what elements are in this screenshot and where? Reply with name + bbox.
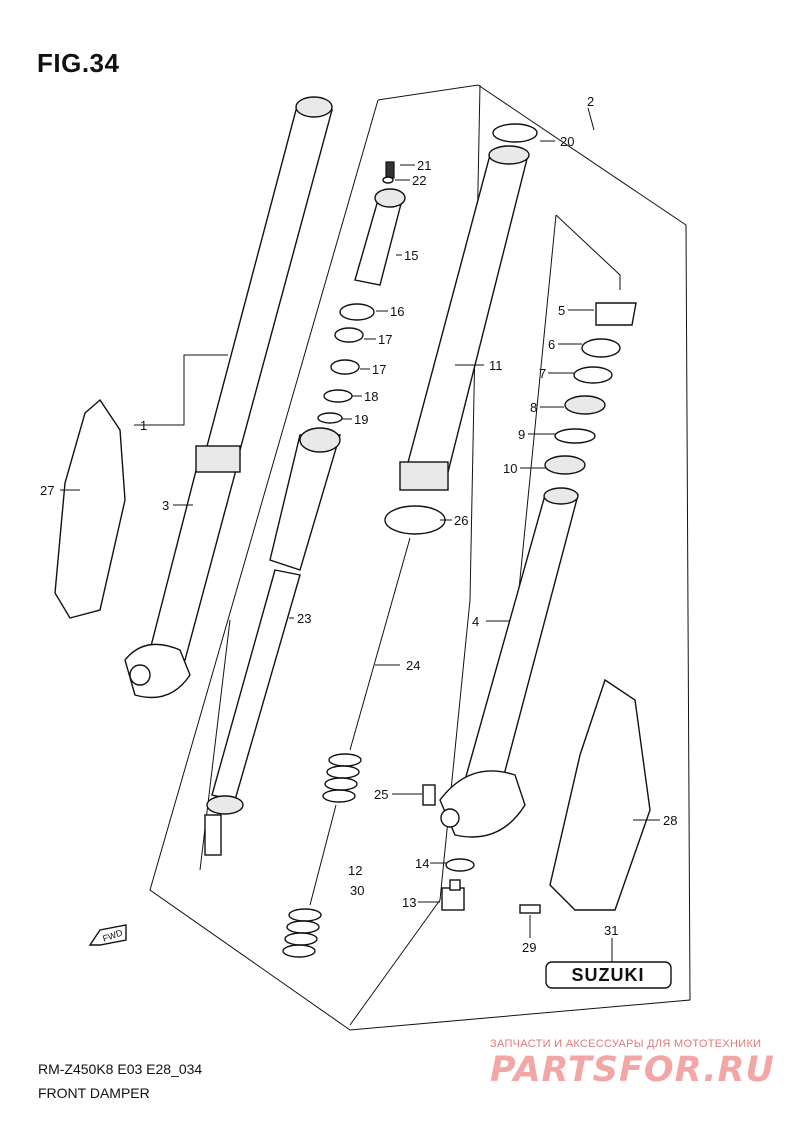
callout-25: 25 <box>374 787 388 802</box>
callout-12: 12 <box>348 863 362 878</box>
fork-guard-right <box>549 678 651 911</box>
fork-guard-left <box>54 398 126 619</box>
callout-14: 14 <box>415 856 429 871</box>
ring-17b <box>330 359 360 375</box>
callout-26: 26 <box>454 513 468 528</box>
callout-24: 24 <box>406 658 420 673</box>
callout-8: 8 <box>530 400 537 415</box>
callout-28: 28 <box>663 813 677 828</box>
ring-18 <box>323 389 353 403</box>
spring-upper <box>322 753 362 803</box>
spring-12-shaft <box>309 804 337 906</box>
callout-2: 2 <box>587 94 594 109</box>
callout-22: 22 <box>412 173 426 188</box>
oil-seal-8 <box>564 395 606 415</box>
o-ring-26 <box>384 505 446 535</box>
washer-6 <box>581 338 621 358</box>
callout-21: 21 <box>417 158 431 173</box>
inner-tube-part <box>399 145 530 491</box>
damper-cartridge-part <box>204 427 341 856</box>
callout-3: 3 <box>162 498 169 513</box>
bolt-29 <box>519 904 541 914</box>
emblem-plate <box>545 961 672 989</box>
callout-6: 6 <box>548 337 555 352</box>
callout-labels: 1 2 3 4 5 6 7 8 9 10 11 12 13 14 15 16 1… <box>40 94 677 955</box>
callout-29: 29 <box>522 940 536 955</box>
callout-13: 13 <box>402 895 416 910</box>
callout-16: 16 <box>390 304 404 319</box>
clip-9 <box>554 428 596 444</box>
callout-17a: 17 <box>378 332 392 347</box>
figure-title: FIG.34 <box>37 48 120 78</box>
leader-lines <box>60 107 660 962</box>
ring-20 <box>492 123 538 143</box>
callout-31: 31 <box>604 923 618 938</box>
callout-30: 30 <box>350 883 364 898</box>
base-valve-part <box>354 161 406 286</box>
ring-17a <box>334 327 364 343</box>
callout-27: 27 <box>40 483 54 498</box>
model-code: RM-Z450K8 E03 E28_034 <box>38 1061 203 1077</box>
callout-4: 4 <box>472 614 479 629</box>
callout-20: 20 <box>560 134 574 149</box>
section-name: FRONT DAMPER <box>38 1085 150 1101</box>
watermark-logo: PARTSFOR.RU <box>490 1050 775 1090</box>
outer-tube-part <box>124 96 333 699</box>
callout-18: 18 <box>364 389 378 404</box>
assembly-outline <box>149 84 691 1031</box>
callout-19: 19 <box>354 412 368 427</box>
emblem-text: SUZUKI <box>572 965 645 985</box>
lower-tube-part <box>439 487 579 838</box>
damper-rod-24 <box>349 537 411 751</box>
ring-16 <box>339 303 375 321</box>
callout-10: 10 <box>503 461 517 476</box>
bolt-13 <box>441 879 465 911</box>
bolt-25 <box>422 784 436 806</box>
callout-15: 15 <box>404 248 418 263</box>
washer-7 <box>573 366 613 384</box>
watermark-tagline: ЗАПЧАСТИ И АКСЕССУАРЫ ДЛЯ МОТОТЕХНИКИ <box>490 1038 762 1050</box>
bushing-5 <box>595 302 637 326</box>
callout-17b: 17 <box>372 362 386 377</box>
callout-11: 11 <box>489 358 503 373</box>
callout-23: 23 <box>297 611 311 626</box>
callout-7: 7 <box>539 366 546 381</box>
callout-9: 9 <box>518 427 525 442</box>
callout-1: 1 <box>140 418 147 433</box>
gasket-14 <box>445 858 475 872</box>
ring-22 <box>382 176 394 184</box>
inner-outline-2 <box>555 214 621 290</box>
dust-seal-10 <box>544 455 586 475</box>
callout-5: 5 <box>558 303 565 318</box>
fwd-arrow-icon <box>88 924 127 946</box>
ring-19 <box>317 412 343 424</box>
spring-lower <box>282 908 322 958</box>
